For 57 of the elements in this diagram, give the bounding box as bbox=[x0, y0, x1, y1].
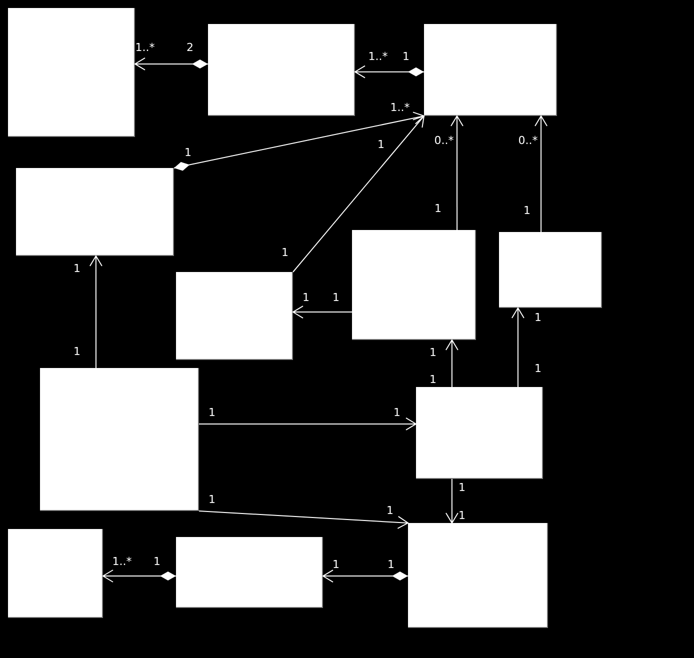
multiplicity-label: 1 bbox=[386, 505, 394, 517]
class-box bbox=[176, 272, 293, 360]
multiplicity-label: 1 bbox=[302, 292, 310, 304]
multiplicity-label: 1 bbox=[402, 51, 410, 63]
multiplicity-label: 1 bbox=[184, 147, 192, 159]
class-box bbox=[16, 168, 174, 256]
association-arrow bbox=[134, 58, 208, 70]
class-box bbox=[499, 232, 602, 308]
association-arrow bbox=[292, 116, 424, 272]
class-box bbox=[40, 368, 199, 511]
multiplicity-label: 0..* bbox=[518, 135, 538, 147]
class-box bbox=[352, 230, 476, 340]
multiplicity-label: 1 bbox=[430, 374, 436, 386]
association-arrow bbox=[511, 308, 524, 388]
multiplicity-label: 1 bbox=[434, 203, 442, 215]
multiplicity-label: 1 bbox=[332, 292, 340, 304]
multiplicity-label: 1 bbox=[534, 363, 542, 375]
association-arrow bbox=[322, 570, 408, 583]
association-arrow bbox=[292, 306, 352, 319]
class-box bbox=[408, 523, 548, 628]
multiplicity-label: 1..* bbox=[112, 556, 132, 568]
association-arrow bbox=[174, 112, 424, 171]
association-arrow bbox=[89, 256, 102, 368]
class-box bbox=[208, 24, 355, 116]
multiplicity-label: 1 bbox=[524, 205, 530, 217]
association-arrow bbox=[354, 65, 424, 78]
multiplicity-label: 1..* bbox=[368, 51, 388, 63]
association-arrow bbox=[534, 116, 548, 232]
association-arrow bbox=[102, 570, 176, 582]
multiplicity-label: 1 bbox=[534, 312, 542, 324]
multiplicity-label: 1..* bbox=[135, 42, 155, 54]
multiplicity-label: 1 bbox=[74, 346, 80, 358]
class-box bbox=[416, 387, 543, 479]
multiplicity-label: 1 bbox=[282, 247, 288, 259]
multiplicity-label: 1 bbox=[458, 482, 466, 494]
multiplicity-label: 1 bbox=[154, 556, 160, 568]
multiplicity-label: 1 bbox=[394, 407, 400, 419]
multiplicity-label: 1 bbox=[458, 510, 466, 522]
multiplicity-label: 1 bbox=[74, 263, 80, 275]
multiplicity-label: 2 bbox=[186, 42, 194, 54]
class-box bbox=[8, 529, 103, 618]
multiplicity-label: 1 bbox=[388, 559, 394, 571]
multiplicity-label: 1 bbox=[332, 559, 340, 571]
class-box bbox=[8, 8, 135, 137]
multiplicity-label: 1 bbox=[430, 347, 436, 359]
multiplicity-label: 1 bbox=[378, 139, 384, 151]
association-arrow bbox=[445, 478, 458, 524]
multiplicity-label: 1 bbox=[208, 407, 216, 419]
multiplicity-label: 0..* bbox=[434, 135, 454, 147]
association-arrow bbox=[445, 340, 458, 388]
association-arrow bbox=[450, 116, 464, 230]
association-arrow bbox=[198, 417, 416, 430]
class-box bbox=[176, 537, 323, 608]
class-box bbox=[424, 24, 557, 116]
multiplicity-label: 1 bbox=[208, 494, 216, 506]
association-arrow bbox=[198, 510, 408, 529]
multiplicity-label: 1..* bbox=[390, 102, 410, 114]
